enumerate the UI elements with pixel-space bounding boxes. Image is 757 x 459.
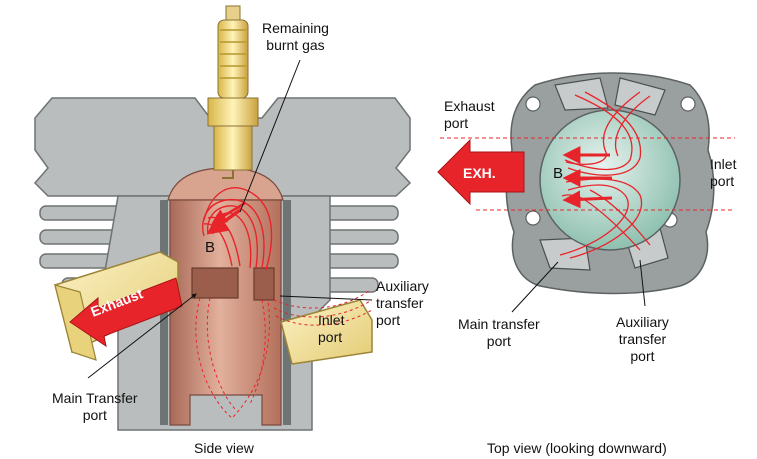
side-main-line-2: port — [82, 407, 107, 423]
label-side-inlet-port: Inlet port — [318, 312, 344, 346]
side-view-caption: Side view — [194, 440, 254, 456]
top-main-line-1: Main transfer — [458, 316, 540, 332]
top-aux-line-3: port — [630, 348, 655, 364]
top-flow-arrows — [562, 146, 613, 209]
top-leaders — [511, 259, 646, 313]
inlet-port — [280, 299, 373, 365]
remaining-line-2: burnt gas — [266, 37, 325, 53]
top-inlet-line-1: Inlet — [710, 156, 737, 172]
top-exhaust-arrow — [437, 138, 525, 206]
label-top-main-transfer-port: Main transfer port — [458, 316, 540, 350]
label-top-exhaust-port: Exhaust port — [444, 98, 495, 132]
top-exhaust-line-2: port — [444, 115, 469, 131]
side-view: Exhaust B — [33, 5, 412, 431]
side-aux-line-1: Auxiliary — [376, 278, 429, 294]
exhaust-arrow — [69, 277, 183, 348]
transfer-passages — [195, 289, 373, 419]
aux-transfer-window — [253, 267, 275, 301]
top-aux-line-2: transfer — [618, 331, 667, 347]
remaining-line-1: Remaining — [262, 20, 329, 36]
main-transfer-window — [191, 267, 239, 299]
label-remaining-burnt-gas: Remaining burnt gas — [262, 20, 329, 54]
spark-plug — [207, 5, 259, 179]
top-flow-streams — [559, 91, 651, 259]
guide-lines — [440, 137, 735, 211]
top-inlet-line-2: port — [710, 173, 735, 189]
side-inlet-line-2: port — [318, 329, 343, 345]
label-side-main-transfer-port: Main Transfer port — [52, 390, 138, 424]
top-main-line-2: port — [486, 333, 511, 349]
side-main-line-1: Main Transfer — [52, 390, 138, 406]
flow-arrow-upper — [211, 201, 246, 224]
top-view-caption: Top view (looking downward) — [487, 440, 667, 456]
label-side-auxiliary-transfer-port: Auxiliary transfer port — [376, 278, 429, 329]
side-aux-line-2: transfer — [376, 295, 424, 311]
side-chamber-letter: B — [205, 239, 215, 256]
side-inlet-line-1: Inlet — [318, 312, 345, 328]
top-aux-line-1: Auxiliary — [616, 314, 669, 330]
side-leaders — [87, 59, 373, 379]
side-aux-line-3: port — [376, 312, 401, 328]
piston — [169, 199, 282, 426]
top-chamber-letter: B — [553, 165, 563, 182]
label-top-auxiliary-transfer-port: Auxiliary transfer port — [616, 314, 669, 365]
label-top-inlet-port: Inlet port — [710, 156, 736, 190]
top-view: EXH. B — [437, 72, 735, 313]
top-exhaust-arrow-text: EXH. — [463, 165, 496, 181]
top-exhaust-line-1: Exhaust — [444, 98, 495, 114]
